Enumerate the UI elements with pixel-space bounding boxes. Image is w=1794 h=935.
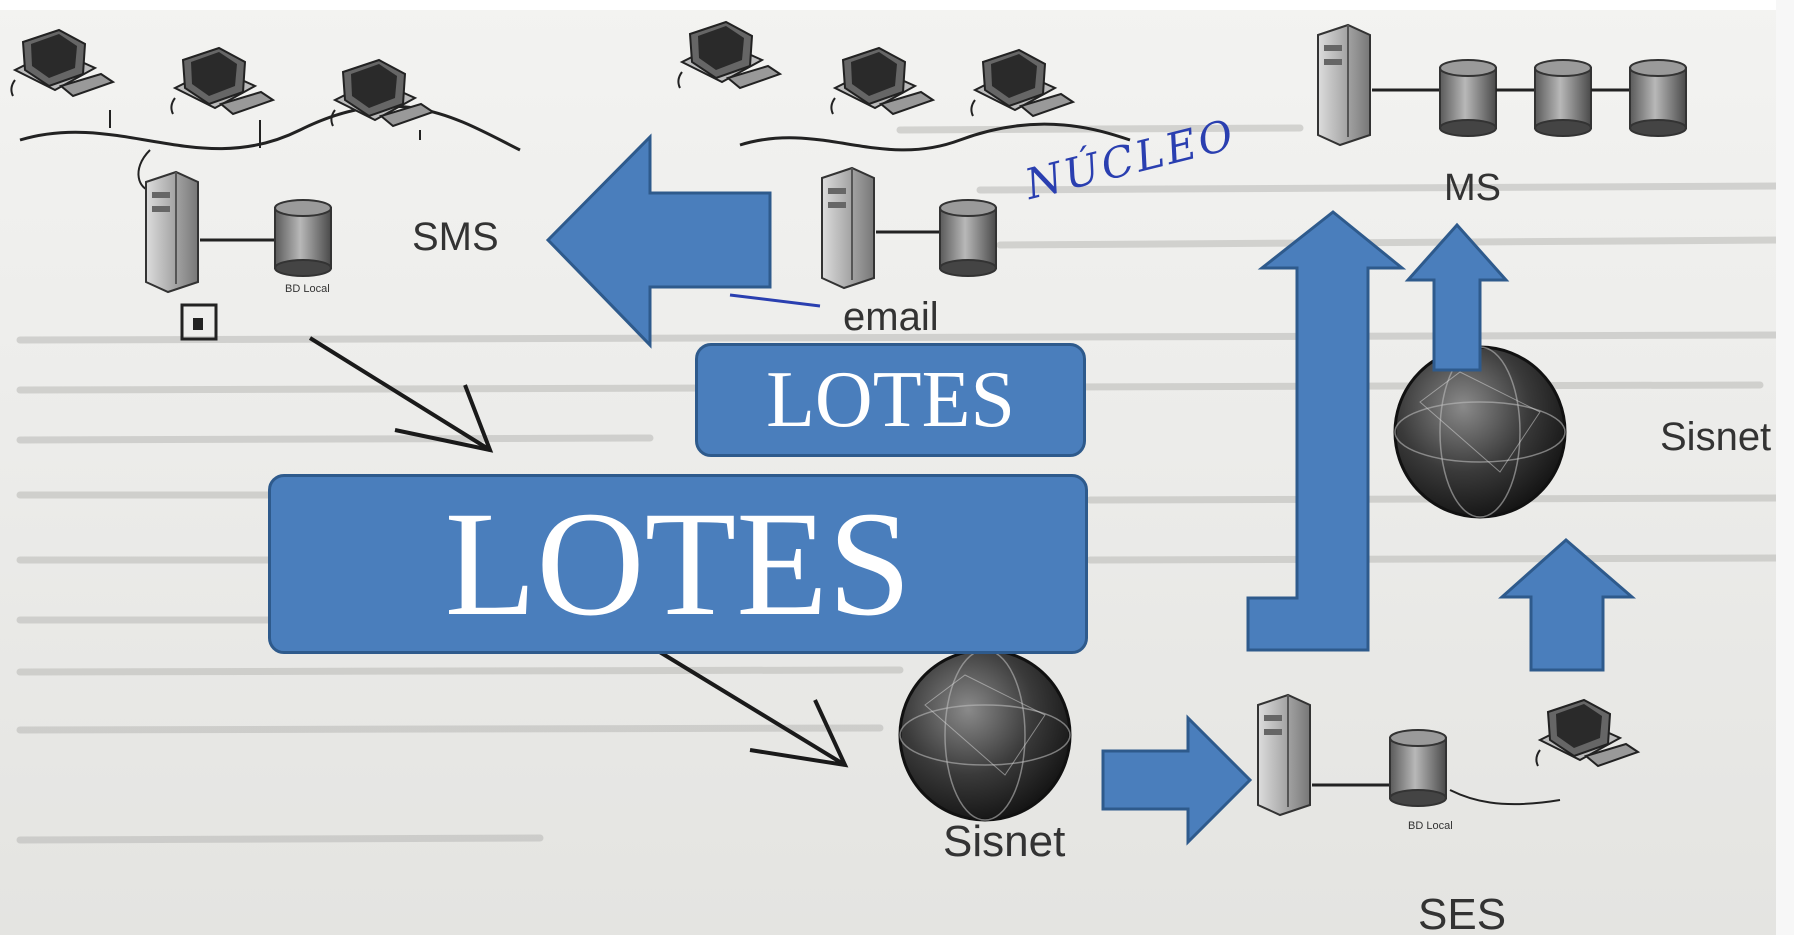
label-email: email [843,295,939,339]
database-icon [1439,59,1497,137]
sketch-arrows [308,336,849,768]
lotes-small-label: LOTES [766,355,1015,444]
computer-icon [170,47,274,115]
database-icon [1534,59,1592,137]
label-bd-local-2: BD Local [1408,820,1453,832]
server-icon [1317,24,1371,146]
label-ses: SES [1418,890,1507,935]
computer-icon [830,47,934,115]
blue-arrows [545,133,1637,846]
database-icon [1629,59,1687,137]
database-icon [1389,729,1447,807]
ms-cluster [1317,24,1687,146]
computer-icon [677,21,781,89]
sms-network [10,29,521,341]
computer-icon [1535,699,1639,767]
right-border [1776,0,1794,935]
lotes-big-label: LOTES [444,481,912,647]
arrow-left-to-sms [545,133,772,349]
server-icon [821,167,875,289]
floppy-icon [180,303,218,341]
label-ms: MS [1444,167,1501,209]
computer-icon [10,29,114,97]
label-sisnet-bottom: Sisnet [943,817,1066,866]
arrow-up-sisnet [1498,538,1637,672]
lotes-box-big: LOTES [268,474,1088,654]
lotes-box-small: LOTES [695,343,1086,457]
globe-icon [898,648,1072,822]
server-icon [1257,694,1311,816]
database-icon [274,199,332,277]
arrow-up-to-ms [1246,210,1407,652]
database-icon [939,199,997,277]
label-sms: SMS [412,215,499,259]
globe-icon [1393,345,1567,519]
arrow-up-ms-short [1404,222,1510,372]
computer-icon [970,49,1074,117]
label-bd-local-1: BD Local [285,283,330,295]
computer-icon [330,59,434,127]
arrow-right-to-ses [1101,714,1253,846]
server-icon [145,171,199,293]
email-network [677,21,1131,308]
top-border [0,0,1794,10]
label-sisnet-right: Sisnet [1660,415,1772,459]
ses-cluster [1257,694,1639,816]
